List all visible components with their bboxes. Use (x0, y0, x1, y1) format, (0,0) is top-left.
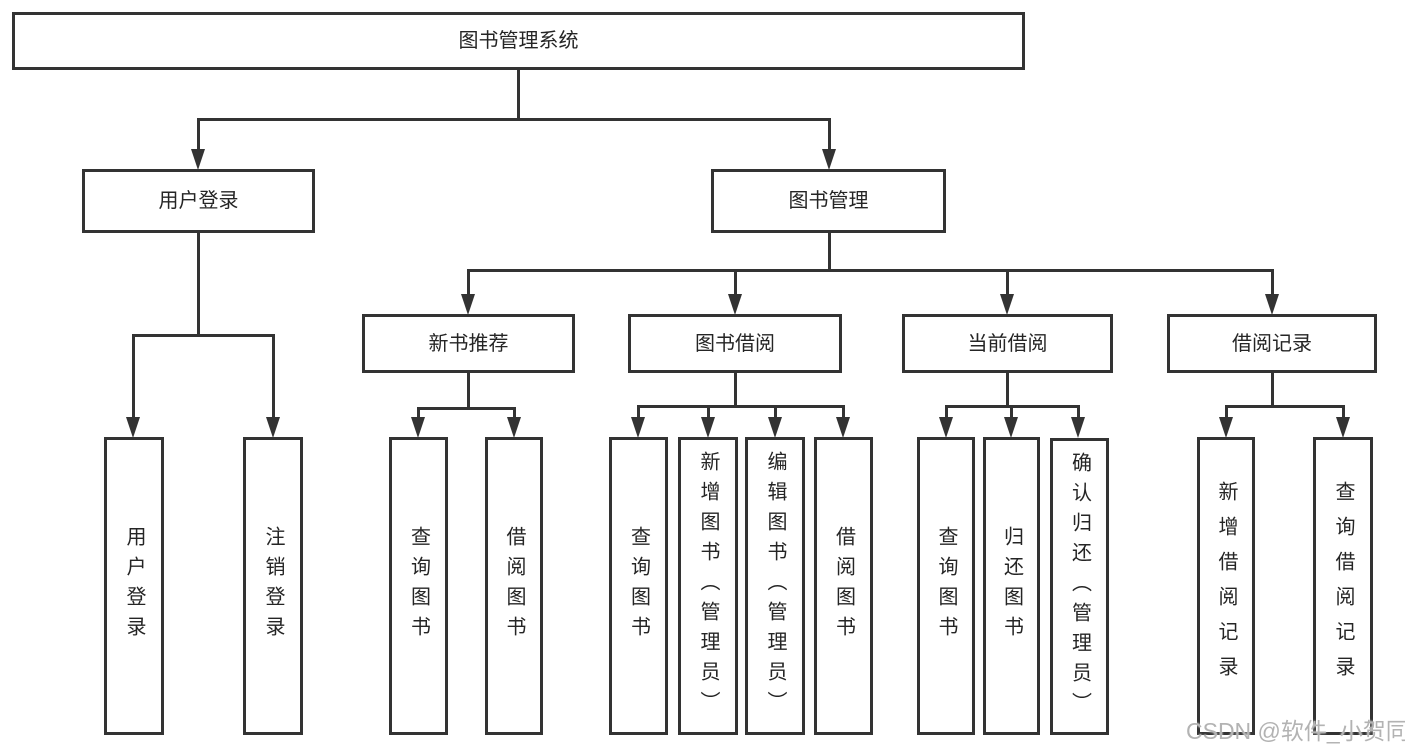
leaf-borrow-borrow-books: 借阅图书 (814, 437, 873, 735)
leaf-current-query-books: 查询图书 (917, 437, 975, 735)
connector-mgmt-split (467, 269, 1274, 272)
arrow-down-icon (507, 417, 521, 438)
leaf-records-add-record: 新增借阅记录 (1197, 437, 1255, 735)
leaf-user-login: 用户登录 (104, 437, 164, 735)
connector-borrow-split (637, 405, 844, 408)
arrow-down-icon (1004, 417, 1018, 438)
arrow-down-icon (701, 417, 715, 438)
node-current-borrow: 当前借阅 (902, 314, 1113, 373)
connector-drop (774, 405, 777, 418)
leaf-recommend-borrow-books-label: 借阅图书 (503, 526, 525, 646)
arrow-down-icon (1265, 294, 1279, 315)
connector-drop (513, 407, 516, 418)
arrow-down-icon (1219, 417, 1233, 438)
connector-drop (1077, 405, 1080, 418)
arrow-down-icon (728, 294, 742, 315)
arrow-down-icon (631, 417, 645, 438)
node-new-book-recommend: 新书推荐 (362, 314, 575, 373)
leaf-borrow-edit-books-admin: 编辑图书（管理员） (745, 437, 805, 735)
node-new-book-recommend-label: 新书推荐 (428, 332, 509, 355)
leaf-current-return-books: 归还图书 (983, 437, 1040, 735)
leaf-records-add-record-label: 新增借阅记录 (1215, 481, 1237, 691)
connector-drop-current (1006, 269, 1009, 296)
node-user-login-label: 用户登录 (158, 190, 239, 212)
node-current-borrow-label: 当前借阅 (967, 332, 1048, 355)
node-book-management: 图书管理 (711, 169, 946, 233)
connector-drop (1225, 405, 1228, 418)
arrow-down-icon (836, 417, 850, 438)
connector-drop-login-leaf2 (272, 334, 275, 418)
arrow-down-icon (768, 417, 782, 438)
arrow-down-icon (939, 417, 953, 438)
leaf-borrow-query-books: 查询图书 (609, 437, 668, 735)
arrow-down-icon (411, 417, 425, 438)
watermark: CSDN @软件_小贺同学 (1186, 718, 1405, 744)
leaf-recommend-query-books-label: 查询图书 (407, 526, 430, 646)
leaf-recommend-query-books: 查询图书 (389, 437, 448, 735)
connector-drop-recommend (467, 269, 470, 296)
node-library-system: 图书管理系统 (12, 12, 1025, 70)
leaf-borrow-query-books-label: 查询图书 (627, 526, 650, 646)
connector-mgmt-stem (828, 233, 831, 272)
connector-drop (417, 407, 420, 418)
connector-drop-book-management (828, 118, 831, 150)
arrow-down-icon (822, 149, 836, 170)
leaf-borrow-add-books-admin-label: 新增图书（管理员） (697, 451, 719, 721)
connector-root-split (197, 118, 830, 121)
leaf-logout: 注销登录 (243, 437, 303, 735)
leaf-current-confirm-return-admin: 确认归还（管理员） (1050, 438, 1109, 735)
connector-drop (945, 405, 948, 418)
connector-borrow-stem (734, 373, 737, 407)
leaf-current-return-books-label: 归还图书 (1000, 526, 1023, 646)
connector-drop (842, 405, 845, 418)
connector-drop-records (1271, 269, 1274, 296)
node-borrow-records: 借阅记录 (1167, 314, 1377, 373)
leaf-recommend-borrow-books: 借阅图书 (485, 437, 543, 735)
leaf-records-query-record: 查询借阅记录 (1313, 437, 1373, 735)
leaf-borrow-edit-books-admin-label: 编辑图书（管理员） (764, 451, 786, 721)
arrow-down-icon (1000, 294, 1014, 315)
node-borrow-records-label: 借阅记录 (1232, 332, 1312, 355)
leaf-records-query-record-label: 查询借阅记录 (1332, 481, 1354, 691)
connector-drop-borrow (734, 269, 737, 296)
arrow-down-icon (191, 149, 205, 170)
connector-recommend-stem (467, 373, 470, 407)
arrow-down-icon (1336, 417, 1350, 438)
connector-drop (707, 405, 710, 418)
connector-root-stem (517, 70, 520, 118)
connector-drop (637, 405, 640, 418)
connector-records-stem (1271, 373, 1274, 407)
leaf-borrow-add-books-admin: 新增图书（管理员） (678, 437, 738, 735)
connector-login-stem (197, 233, 200, 334)
connector-records-split (1225, 405, 1344, 408)
connector-recommend-split (417, 407, 515, 410)
arrow-down-icon (461, 294, 475, 315)
connector-drop (1010, 405, 1013, 418)
node-book-borrow: 图书借阅 (628, 314, 842, 373)
arrow-down-icon (1071, 417, 1085, 438)
connector-drop-user-login (197, 118, 200, 150)
node-user-login: 用户登录 (82, 169, 315, 233)
leaf-user-login-label: 用户登录 (123, 526, 145, 646)
arrow-down-icon (126, 417, 140, 438)
node-book-management-label: 图书管理 (788, 190, 869, 212)
leaf-logout-label: 注销登录 (262, 526, 284, 646)
arrow-down-icon (266, 417, 280, 438)
node-book-borrow-label: 图书借阅 (695, 332, 775, 355)
leaf-current-confirm-return-admin-label: 确认归还（管理员） (1068, 451, 1091, 722)
connector-drop (1342, 405, 1345, 418)
connector-drop-login-leaf1 (132, 334, 135, 418)
connector-login-split (132, 334, 274, 337)
leaf-current-query-books-label: 查询图书 (935, 526, 957, 646)
connector-current-stem (1006, 373, 1009, 407)
node-library-system-label: 图书管理系统 (458, 30, 579, 52)
leaf-borrow-borrow-books-label: 借阅图书 (832, 526, 855, 646)
